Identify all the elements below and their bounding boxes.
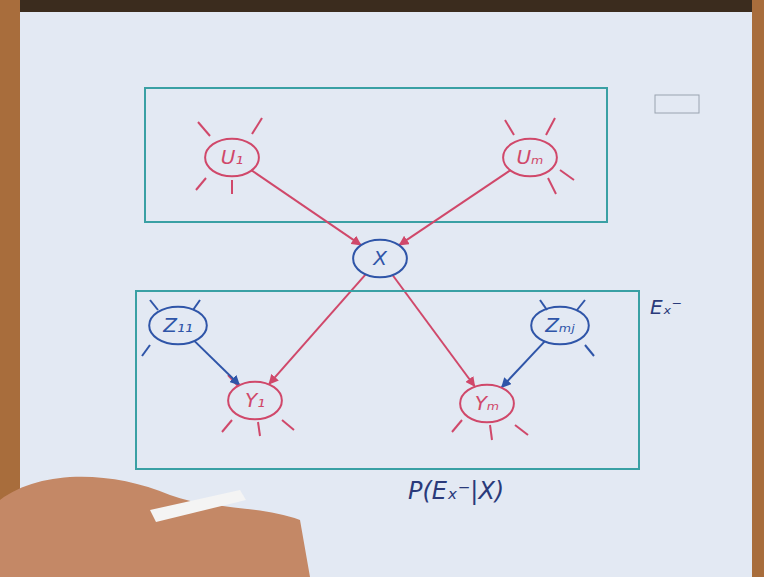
variable-node: Z₁₁ <box>148 305 208 346</box>
node-label: Z₁₁ <box>163 314 193 336</box>
causal-arrow <box>399 170 510 245</box>
causal-arrow <box>502 341 545 387</box>
hand <box>0 477 310 577</box>
evidence-group-box: Eₓ⁻Z₁₁Y₁YₘZₘⱼ <box>135 290 640 470</box>
chalk <box>150 490 246 522</box>
node-label: U₁ <box>221 146 244 168</box>
frame-top <box>0 0 764 12</box>
node-label: Yₘ <box>475 392 500 414</box>
node-label: Uₘ <box>516 146 543 168</box>
parent-group-box <box>145 88 607 222</box>
probability-text: P(Eₓ⁻|X) <box>408 477 504 505</box>
stub-arrows <box>196 118 574 440</box>
variable-node: X <box>352 238 408 279</box>
causal-arrow <box>194 341 239 385</box>
group-heading: Eₓ⁻ <box>650 296 682 318</box>
frame-right <box>752 0 764 577</box>
variable-node: Zₘⱼ <box>530 305 590 346</box>
variable-node: Uₘ <box>502 137 558 178</box>
probability-label: P(Eₓ⁻|X) <box>408 478 504 504</box>
group-label: Eₓ⁻ <box>650 295 682 319</box>
stub-arrows-blue <box>142 300 594 356</box>
variable-node: U₁ <box>204 137 260 178</box>
corner-tag <box>655 95 699 113</box>
variable-node: Yₘ <box>459 383 515 424</box>
node-label: Y₁ <box>245 389 265 411</box>
variable-node: Y₁ <box>227 380 283 421</box>
node-label: X <box>373 247 387 269</box>
node-label: Zₘⱼ <box>545 314 575 336</box>
causal-arrow <box>251 170 360 245</box>
